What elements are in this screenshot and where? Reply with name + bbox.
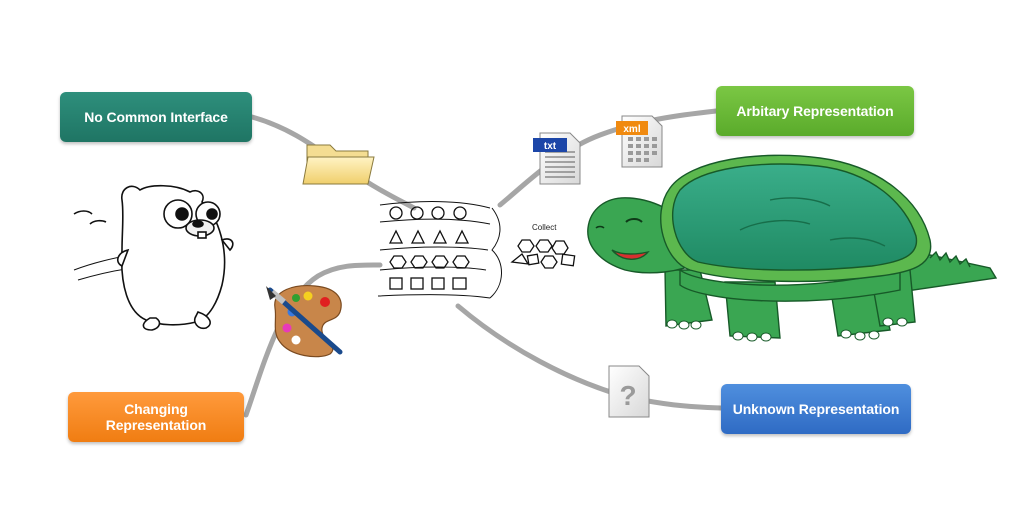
connector-arbitrary-representation <box>497 108 719 208</box>
question-mark: ? <box>619 380 636 411</box>
node-unknown-representation: Unknown Representation <box>721 384 911 434</box>
node-label: Arbitary Representation <box>736 103 894 119</box>
connector-changing-representation <box>243 262 383 418</box>
unknown-file-icon: ? <box>608 365 650 418</box>
node-arbitrary-representation: Arbitary Representation <box>716 86 914 136</box>
node-label: Unknown Representation <box>732 401 900 417</box>
shape-groups <box>377 201 576 299</box>
folder-icon <box>302 144 375 185</box>
node-label: Changing Representation <box>105 401 207 433</box>
xml-badge: xml <box>623 124 640 135</box>
gopher-mascot <box>73 184 234 331</box>
txt-file-icon: txt <box>533 132 581 185</box>
turtle-mascot <box>587 154 998 342</box>
collect-label: Collect <box>532 223 557 232</box>
node-label: No Common Interface <box>84 109 228 125</box>
txt-badge: txt <box>544 141 557 152</box>
paint-palette-icon <box>266 285 343 358</box>
node-changing-representation: Changing Representation <box>68 392 244 442</box>
xml-file-icon: xml <box>616 115 663 168</box>
node-no-common-interface: No Common Interface <box>60 92 252 142</box>
